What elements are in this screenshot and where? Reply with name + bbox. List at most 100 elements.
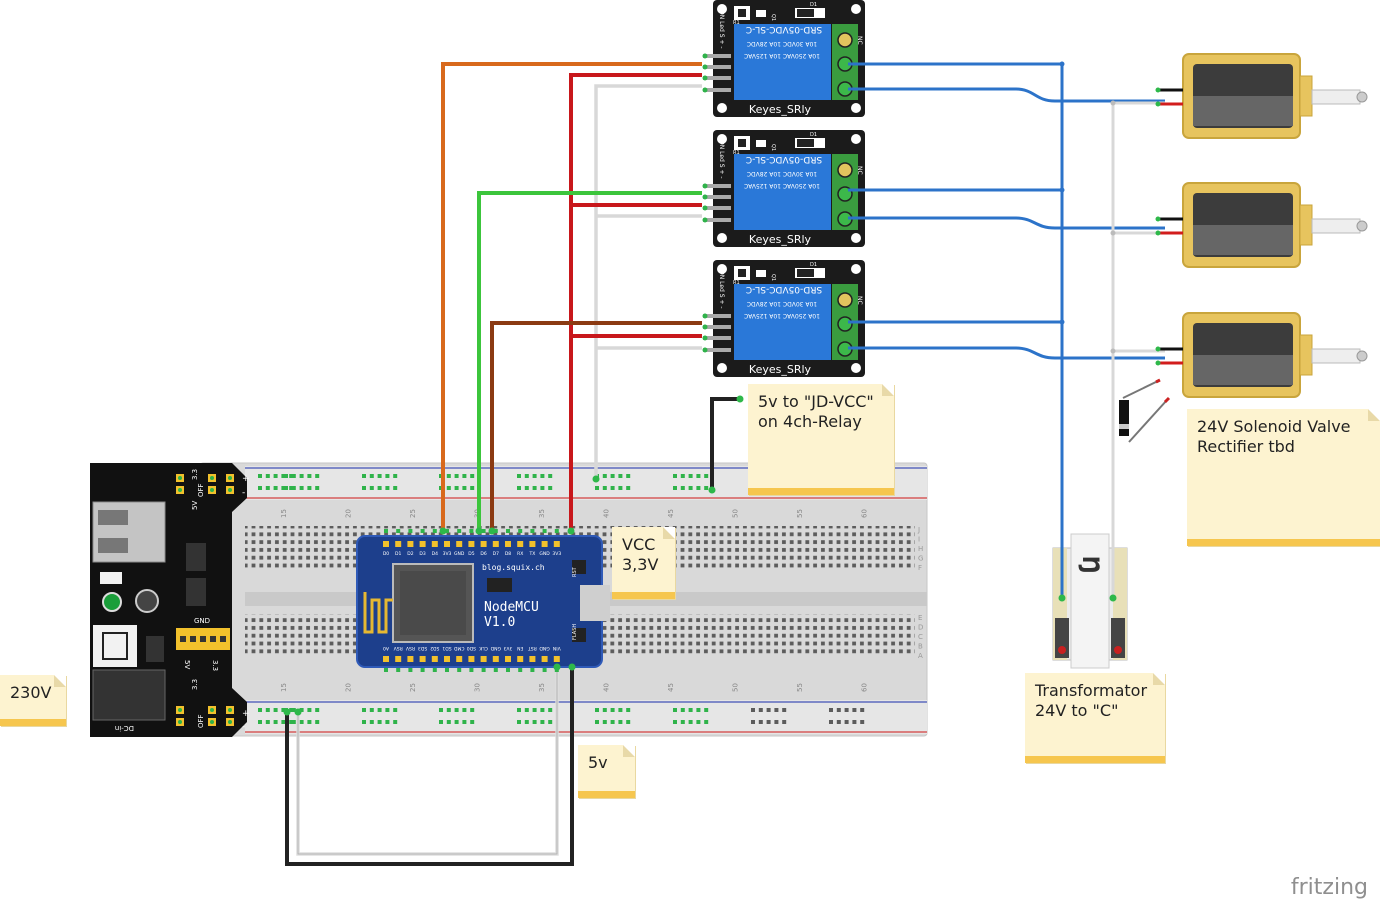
nodemcu-flash-label: FLASH [572, 624, 578, 640]
relay-nc-label: NC [856, 296, 863, 305]
note-solenoid-text: 24V Solenoid Valve Rectifier tbd [1197, 417, 1351, 456]
nodemcu-bottom-pin [505, 656, 511, 662]
nodemcu-bottom-pin [529, 656, 536, 662]
wire-blue-valve-2[interactable] [848, 216, 1165, 230]
note-solenoid[interactable]: 24V Solenoid Valve Rectifier tbd [1187, 409, 1380, 546]
bb-col-num: 35 [538, 509, 546, 518]
nodemcu-bottom-pin-label: RSV [393, 645, 403, 651]
wire-black-jdvcc[interactable] [710, 397, 740, 490]
bb-col-num: 30 [474, 683, 482, 692]
nodemcu-top-pin [444, 541, 450, 547]
wire-endpoint [567, 527, 575, 535]
wire-blue-valve-3[interactable] [848, 346, 1165, 360]
note-jdvcc[interactable]: 5v to "JD-VCC" on 4ch-Relay [748, 384, 894, 495]
note-vcc[interactable]: VCC 3,3V [612, 527, 675, 599]
nodemcu-top-pin-label: 3V3 [443, 551, 452, 557]
relay-coil-block [734, 154, 831, 230]
rectifier-diode[interactable] [1119, 378, 1171, 443]
transformer[interactable]: Ŋ [1052, 533, 1128, 669]
note-230v[interactable]: 230V [0, 675, 66, 726]
nodemcu-bottom-pin-label: RSV [405, 645, 415, 651]
note-vcc-text: VCC 3,3V [622, 535, 659, 574]
nodemcu-bottom-pin [492, 656, 499, 662]
wire-endpoint [592, 475, 600, 483]
solenoid-plunger [1311, 89, 1361, 105]
relay-d1-label: D1 [810, 2, 817, 8]
relay-screw-terminal [837, 292, 853, 308]
wire-endpoint [708, 486, 716, 494]
micro-usb-port[interactable] [580, 585, 610, 621]
rst-button[interactable] [572, 560, 586, 574]
bb-col-num: 50 [732, 683, 740, 692]
relay-coil-block [734, 24, 831, 100]
pm-label-3v3-b: 3.3 [211, 660, 219, 671]
pm-label-5v-b: 5V [183, 660, 191, 669]
power-switch[interactable] [93, 625, 137, 667]
bb-col-num: 50 [732, 509, 740, 518]
note-transformator[interactable]: Transformator 24V to "C" [1025, 673, 1165, 763]
bb-col-num: 35 [538, 683, 546, 692]
nodemcu-top-pin [517, 541, 524, 547]
wire-brown-d6[interactable] [490, 321, 702, 531]
bb-col-num: 20 [345, 509, 353, 518]
nodemcu-bottom-pin-label: SD1 [442, 645, 451, 651]
wire-green-d5[interactable] [477, 191, 702, 531]
wire-orange-d4[interactable] [441, 62, 702, 531]
nodemcu-bottom-pin-label: GND [490, 645, 501, 651]
bb-row-letter: F [918, 564, 922, 572]
bb-row-letter: E [918, 614, 922, 622]
nodemcu-bottom-pin [444, 656, 450, 662]
bb-col-num: 25 [409, 683, 417, 692]
nodemcu-bottom-pin [541, 656, 548, 662]
nodemcu-bottom-pin-label: CMD [453, 645, 464, 651]
relay-q1-label: Q1 [770, 274, 776, 281]
blue-wire-nodes [1058, 61, 1117, 602]
relay-d1-label: D1 [810, 132, 817, 138]
relay-pin-labels: ON Led S + - [718, 10, 725, 49]
nodemcu-bottom-pin [553, 656, 560, 662]
nodemcu-top-pin [505, 541, 511, 547]
flash-button[interactable] [572, 628, 586, 642]
relay-pin-labels: ON Led S + - [718, 270, 725, 309]
nodemcu-bottom-pin-label: CLK [478, 645, 488, 651]
nodemcu-top-pin [480, 541, 487, 547]
wire-red-vcc-relay1[interactable] [569, 73, 702, 531]
bb-col-num: 40 [603, 509, 611, 518]
nodemcu-bottom-pin [456, 656, 463, 662]
nodemcu-bottom-pin [419, 656, 426, 662]
bb-row-letter: H [918, 545, 923, 553]
nodemcu-top-pin-label: D0 [383, 551, 389, 557]
nodemcu-top-pin-label: D8 [505, 551, 511, 557]
pm-label-gnd: GND [194, 617, 210, 625]
relay-name-label: Keyes_SRly [749, 363, 812, 376]
note-5v-text: 5v [588, 753, 608, 772]
wire-endpoint [283, 708, 291, 716]
note-5v[interactable]: 5v [578, 745, 635, 798]
relay-nc-label: NC [856, 36, 863, 45]
relay-model-text: SRD-05VDC-SL-C [746, 24, 822, 34]
wire-black-gnd[interactable] [285, 667, 574, 866]
pm-label-dcin: DC-in [115, 724, 134, 732]
relay-screw-terminal [837, 32, 853, 48]
pm-plus-bottom: + [242, 709, 250, 719]
relay-rating-text: 10A 250VAC 10A 125VAC [744, 182, 820, 189]
nodemcu-top-pin [395, 541, 402, 547]
wire-white-gnd-relay1[interactable] [594, 84, 702, 479]
wire-blue-valve-1[interactable] [848, 87, 1165, 103]
wire-endpoints [283, 395, 744, 716]
bb-row-letter: G [918, 555, 923, 563]
nodemcu-bottom-pin-label: SD0 [467, 645, 476, 651]
relay-r1-label: R1 [733, 280, 740, 286]
solenoid-plunger [1311, 348, 1361, 364]
nodemcu-top-pin-label: D7 [493, 551, 499, 557]
relay-r1-label: R1 [733, 150, 740, 156]
pm-label-5v: 5V [191, 501, 199, 510]
nodemcu-top-pin [419, 541, 426, 547]
dc-in-jack[interactable] [92, 669, 166, 721]
